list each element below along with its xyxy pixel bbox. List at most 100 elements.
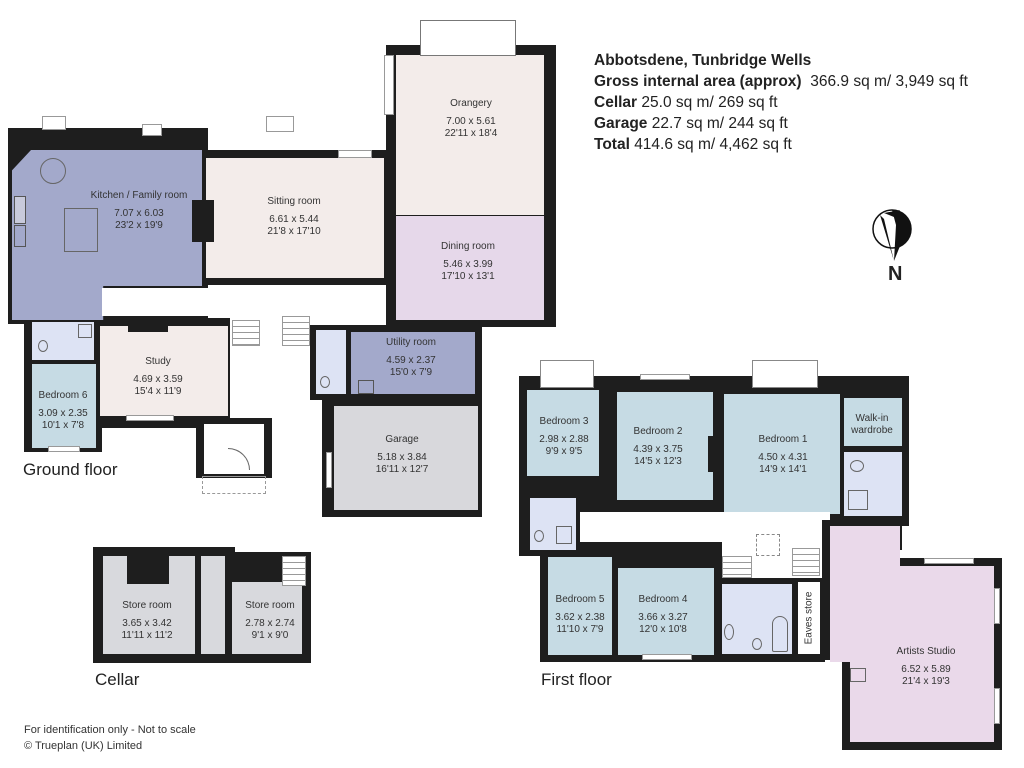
total-area-value: 414.6 sq m/ 4,462 sq ft <box>634 136 792 153</box>
room-bedroom-3 <box>527 390 599 476</box>
room-garage <box>334 406 478 510</box>
label-kitchen: Kitchen / Family room 7.07 x 6.03 23'2 x… <box>90 190 188 231</box>
room-bedroom-4 <box>618 568 714 655</box>
window <box>126 415 174 421</box>
toilet-icon <box>320 376 330 388</box>
basin-icon <box>724 624 734 640</box>
french-doors[interactable] <box>266 116 294 132</box>
label-eaves-store: Eaves store <box>803 591 815 645</box>
room-utility <box>351 332 475 394</box>
room-artists-studio <box>850 566 994 742</box>
window <box>994 688 1000 724</box>
chimney-breast <box>708 436 724 472</box>
window <box>642 654 692 660</box>
label-garage: Garage 5.18 x 3.84 16'11 x 12'7 <box>375 434 429 475</box>
label-bedroom-5: Bedroom 5 3.62 x 2.38 11'10 x 7'9 <box>555 594 605 635</box>
first-floor-title: First floor <box>541 670 612 689</box>
sink-icon <box>358 380 374 394</box>
cellar-stairs[interactable] <box>282 316 310 346</box>
gross-area-label: Gross internal area (approx) <box>594 73 802 90</box>
landing <box>580 512 830 542</box>
chimney-breast <box>192 200 214 242</box>
shower-icon <box>78 324 92 338</box>
label-walk-in-wardrobe: Walk-in wardrobe <box>851 413 893 436</box>
window <box>338 150 372 158</box>
window <box>326 452 332 488</box>
copyright: © Trueplan (UK) Limited <box>24 740 143 752</box>
hob-icon <box>14 196 26 224</box>
gross-area-value: 366.9 sq m/ 3,949 sq ft <box>810 73 968 90</box>
wall <box>822 520 830 660</box>
room-bedroom-5 <box>548 557 612 655</box>
french-doors[interactable] <box>42 116 66 130</box>
window <box>924 558 974 564</box>
area-summary: Abbotsdene, Tunbridge Wells Gross intern… <box>594 50 968 155</box>
window <box>48 446 80 452</box>
hallway <box>102 288 386 316</box>
room-bedroom-2 <box>617 392 713 500</box>
room-study <box>100 326 228 416</box>
orangery-lantern <box>420 20 516 56</box>
footer: For identification only - Not to scale ©… <box>24 722 196 754</box>
shower-icon <box>848 490 868 510</box>
bay-window <box>752 360 818 388</box>
staircase[interactable] <box>722 556 752 578</box>
room-dining <box>396 216 544 320</box>
dining-table-icon <box>40 158 66 184</box>
chimney-breast <box>128 320 168 332</box>
chimney-base <box>127 552 169 584</box>
cellar-passage <box>201 556 225 654</box>
bay-window <box>540 360 594 388</box>
room-bedroom-1 <box>724 394 840 514</box>
label-utility-room: Utility room 4.59 x 2.37 15'0 x 7'9 <box>385 337 437 378</box>
toilet-icon <box>38 340 48 352</box>
toilet-icon <box>534 530 544 542</box>
window <box>640 374 690 380</box>
garage-area-value: 22.7 sq m/ 244 sq ft <box>651 115 788 132</box>
label-sitting-room: Sitting room 6.61 x 5.44 21'8 x 17'10 <box>267 196 321 237</box>
cellar-title: Cellar <box>95 670 140 689</box>
basin-icon <box>850 460 864 472</box>
staircase[interactable] <box>792 548 820 576</box>
north-arrow-icon <box>872 209 912 261</box>
staircase[interactable] <box>232 320 260 346</box>
room-orangery <box>396 55 544 215</box>
label-orangery: Orangery 7.00 x 5.61 22'11 x 18'4 <box>444 98 498 139</box>
room-sitting <box>206 158 384 278</box>
label-store-room-2: Store room 2.78 x 2.74 9'1 x 9'0 <box>245 600 295 641</box>
total-area-label: Total <box>594 136 630 153</box>
label-bedroom-2: Bedroom 2 4.39 x 3.75 14'5 x 12'3 <box>633 426 683 467</box>
shower-icon <box>556 526 572 544</box>
porch-canopy <box>202 476 266 494</box>
label-bedroom-1: Bedroom 1 4.50 x 4.31 14'9 x 14'1 <box>758 434 808 475</box>
cellar-area-value: 25.0 sq m/ 269 sq ft <box>641 94 778 111</box>
window <box>994 588 1000 624</box>
label-artists-studio: Artists Studio 6.52 x 5.89 21'4 x 19'3 <box>896 646 956 687</box>
ground-floor-title: Ground floor <box>23 460 118 479</box>
room-walk-in-wardrobe <box>844 398 902 446</box>
toilet-icon <box>752 638 762 650</box>
label-bedroom-3: Bedroom 3 2.98 x 2.88 9'9 x 9'5 <box>539 416 589 457</box>
sink-icon <box>14 225 26 247</box>
room-store-2 <box>232 582 302 654</box>
compass: N <box>870 205 920 290</box>
north-label: N <box>888 263 903 285</box>
sink-icon <box>850 668 866 682</box>
garden-door[interactable] <box>142 124 162 136</box>
loft-hatch[interactable] <box>756 534 780 556</box>
property-name: Abbotsdene, Tunbridge Wells <box>594 52 812 69</box>
label-store-room-1: Store room 3.65 x 3.42 11'11 x 11'2 <box>121 600 173 641</box>
cellar-stairs[interactable] <box>282 556 306 586</box>
garage-area-label: Garage <box>594 115 648 132</box>
room-bedroom-6 <box>32 364 96 448</box>
label-study: Study 4.69 x 3.59 15'4 x 11'9 <box>133 356 183 397</box>
label-bedroom-6: Bedroom 6 3.09 x 2.35 10'1 x 7'8 <box>38 390 88 431</box>
orangery-doors[interactable] <box>384 55 394 115</box>
disclaimer: For identification only - Not to scale <box>24 724 196 736</box>
cellar-area-label: Cellar <box>594 94 638 111</box>
label-bedroom-4: Bedroom 4 3.66 x 3.27 12'0 x 10'8 <box>638 594 688 635</box>
kitchen-island <box>64 208 98 252</box>
label-dining-room: Dining room 5.46 x 3.99 17'10 x 13'1 <box>441 241 495 282</box>
bath-icon <box>772 616 788 652</box>
room-eaves-store <box>798 582 820 654</box>
